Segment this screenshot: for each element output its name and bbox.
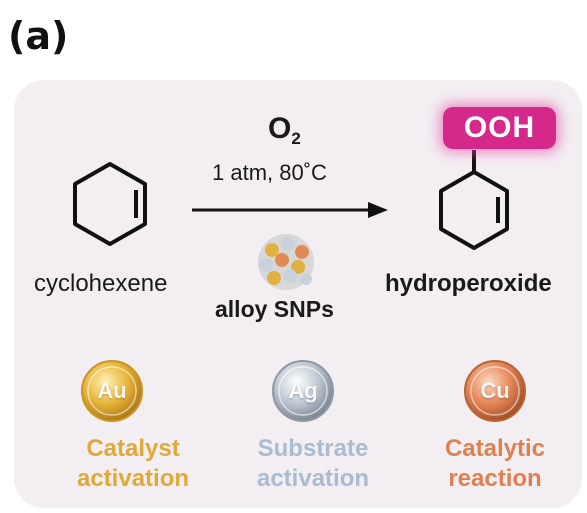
ag-role-line2: activation xyxy=(256,465,370,492)
reagent-subscript: 2 xyxy=(291,129,301,148)
au-role-line1: Catalyst xyxy=(86,435,180,462)
ag-symbol: Ag xyxy=(288,378,318,403)
cu-role-line1: Catalytic xyxy=(444,435,546,462)
reagent-formula: O2 xyxy=(268,112,301,148)
ag-medal-icon xyxy=(272,360,334,422)
cu-role-label: Catalytic reaction xyxy=(410,434,580,494)
catalyst-label: alloy SNPs xyxy=(215,296,334,322)
au-symbol: Au xyxy=(97,378,127,403)
alloy-nanoparticle-icon xyxy=(258,234,314,290)
ag-role-line1: Substrate xyxy=(257,435,369,462)
reactant-label: cyclohexene xyxy=(34,270,168,297)
panel-label: (a) xyxy=(8,14,69,58)
scheme-panel xyxy=(14,80,582,508)
cu-symbol: Cu xyxy=(480,378,510,403)
au-role-label: Catalyst activation xyxy=(48,434,218,494)
hydroperoxide-structure xyxy=(439,150,509,250)
au-role-line2: activation xyxy=(76,465,190,492)
au-medal-icon xyxy=(81,360,143,422)
cu-medal-icon xyxy=(464,360,526,422)
product-label: hydroperoxide xyxy=(385,270,552,297)
ooh-group-label: OOH xyxy=(443,107,556,149)
reaction-conditions: 1 atm, 80˚C xyxy=(212,160,327,185)
ag-role-label: Substrate activation xyxy=(228,434,398,494)
reaction-arrow xyxy=(192,202,388,218)
cyclohexene-structure xyxy=(73,162,147,246)
cu-role-line2: reaction xyxy=(448,465,542,492)
